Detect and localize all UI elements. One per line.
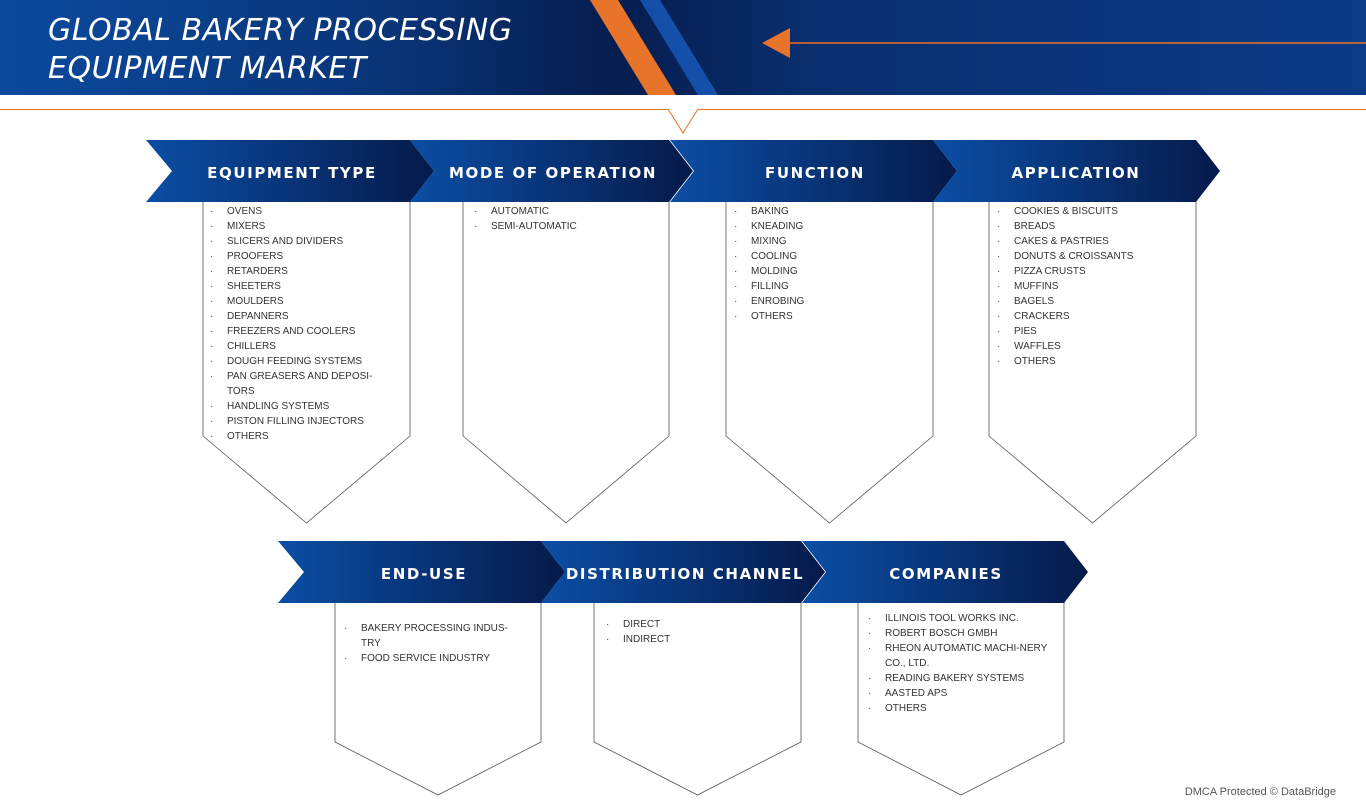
- category-list: DIRECT INDIRECT: [606, 617, 786, 647]
- list-item: BREADS: [997, 219, 1177, 234]
- list-item: KNEADING: [734, 219, 914, 234]
- list-item: DIRECT: [606, 617, 786, 632]
- list-item: MIXING: [734, 234, 914, 249]
- dmca-watermark: DMCA Protected © DataBridge: [1184, 786, 1336, 798]
- category-distribution-channel: DISTRIBUTION CHANNEL DIRECT INDIRECT: [541, 541, 831, 801]
- category-title: EQUIPMENT TYPE: [207, 164, 377, 182]
- header-notch-icon: [668, 109, 698, 134]
- list-item: DONUTS & CROISSANTS: [997, 249, 1177, 264]
- orange-stripe: [590, 0, 676, 95]
- list-item: ROBERT BOSCH GMBH: [868, 626, 1048, 641]
- category-mode-of-operation: MODE OF OPERATION AUTOMATIC SEMI-AUTOMAT…: [410, 140, 700, 525]
- category-list: OVENS MIXERS SLICERS AND DIVIDERS PROOFE…: [210, 204, 390, 444]
- list-item: PIZZA CRUSTS: [997, 264, 1177, 279]
- category-list: BAKING KNEADING MIXING COOLING MOLDING F…: [734, 204, 914, 324]
- list-item: MIXERS: [210, 219, 390, 234]
- list-item: BAGELS: [997, 294, 1177, 309]
- list-item: MUFFINS: [997, 279, 1177, 294]
- category-title: FUNCTION: [765, 164, 865, 182]
- list-item: RETARDERS: [210, 264, 390, 279]
- category-companies: COMPANIES ILLINOIS TOOL WORKS INC. ROBER…: [802, 541, 1092, 801]
- list-item: PAN GREASERS AND DEPOSI-TORS: [210, 369, 390, 399]
- category-list: COOKIES & BISCUITS BREADS CAKES & PASTRI…: [997, 204, 1177, 369]
- list-item: ENROBING: [734, 294, 914, 309]
- list-item: RHEON AUTOMATIC MACHI-NERY CO., LTD.: [868, 641, 1048, 671]
- category-title: COMPANIES: [889, 565, 1003, 583]
- list-item: CRACKERS: [997, 309, 1177, 324]
- list-item: PIES: [997, 324, 1177, 339]
- category-function: FUNCTION BAKING KNEADING MIXING COOLING …: [670, 140, 960, 525]
- blue-stripe: [640, 0, 718, 95]
- category-application: APPLICATION COOKIES & BISCUITS BREADS CA…: [933, 140, 1223, 525]
- list-item: OTHERS: [997, 354, 1177, 369]
- list-item: ILLINOIS TOOL WORKS INC.: [868, 611, 1048, 626]
- list-item: FILLING: [734, 279, 914, 294]
- list-item: DOUGH FEEDING SYSTEMS: [210, 354, 390, 369]
- list-item: AUTOMATIC: [474, 204, 654, 219]
- list-item: SEMI-AUTOMATIC: [474, 219, 654, 234]
- category-list: AUTOMATIC SEMI-AUTOMATIC: [474, 204, 654, 234]
- list-item: SLICERS AND DIVIDERS: [210, 234, 390, 249]
- list-item: PISTON FILLING INJECTORS: [210, 414, 390, 429]
- list-item: OVENS: [210, 204, 390, 219]
- list-item: MOLDING: [734, 264, 914, 279]
- list-item: FOOD SERVICE INDUSTRY: [344, 651, 519, 666]
- arrow-left-icon: [762, 28, 790, 58]
- list-item: CAKES & PASTRIES: [997, 234, 1177, 249]
- list-item: FREEZERS AND COOLERS: [210, 324, 390, 339]
- category-end-use: END-USE BAKERY PROCESSING INDUS-TRY FOOD…: [278, 541, 568, 801]
- category-title: MODE OF OPERATION: [448, 164, 658, 182]
- page-title-line1: GLOBAL BAKERY PROCESSING: [48, 13, 513, 48]
- list-item: OTHERS: [734, 309, 914, 324]
- header-banner: GLOBAL BAKERY PROCESSING EQUIPMENT MARKE…: [0, 0, 1366, 95]
- banner-decoration: [590, 0, 1366, 95]
- list-item: MOULDERS: [210, 294, 390, 309]
- category-title: DISTRIBUTION CHANNEL: [565, 565, 805, 583]
- list-item: OTHERS: [210, 429, 390, 444]
- category-equipment-type: EQUIPMENT TYPE OVENS MIXERS SLICERS AND …: [146, 140, 436, 525]
- list-item: WAFFLES: [997, 339, 1177, 354]
- category-list: ILLINOIS TOOL WORKS INC. ROBERT BOSCH GM…: [868, 611, 1048, 716]
- list-item: BAKERY PROCESSING INDUS-TRY: [344, 621, 519, 651]
- list-item: DEPANNERS: [210, 309, 390, 324]
- category-title: END-USE: [380, 565, 468, 583]
- list-item: SHEETERS: [210, 279, 390, 294]
- list-item: INDIRECT: [606, 632, 786, 647]
- list-item: CHILLERS: [210, 339, 390, 354]
- list-item: OTHERS: [868, 701, 1048, 716]
- list-item: READING BAKERY SYSTEMS: [868, 671, 1048, 686]
- page-title: GLOBAL BAKERY PROCESSING EQUIPMENT MARKE…: [48, 12, 512, 88]
- list-item: COOKIES & BISCUITS: [997, 204, 1177, 219]
- list-item: COOLING: [734, 249, 914, 264]
- page-title-line2: EQUIPMENT MARKET: [48, 51, 367, 86]
- list-item: AASTED APS: [868, 686, 1048, 701]
- list-item: PROOFERS: [210, 249, 390, 264]
- category-list: BAKERY PROCESSING INDUS-TRY FOOD SERVICE…: [344, 621, 519, 666]
- list-item: BAKING: [734, 204, 914, 219]
- category-title: APPLICATION: [1011, 164, 1141, 182]
- list-item: HANDLING SYSTEMS: [210, 399, 390, 414]
